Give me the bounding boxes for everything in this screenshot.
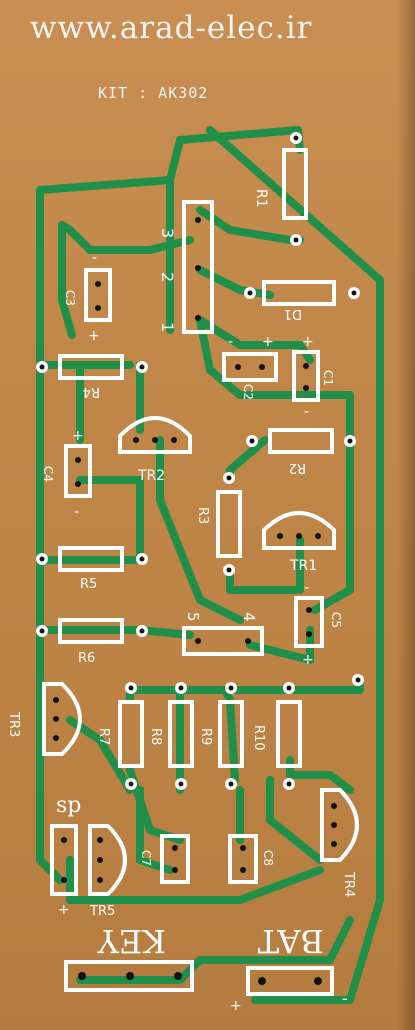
- bat-label: BAT: [257, 922, 324, 960]
- c8-label: C8: [261, 850, 275, 866]
- pin3-label: 3: [158, 228, 177, 238]
- pin2-label: 2: [158, 272, 177, 282]
- r3-label: R3: [195, 507, 210, 524]
- c2-outline: [222, 352, 278, 382]
- c2-plus: +: [262, 334, 274, 350]
- c8-outline: [228, 834, 258, 884]
- sp-plus: +: [58, 902, 70, 918]
- tr2-label: TR2: [137, 468, 165, 484]
- header-outlines: [50, 200, 334, 996]
- bat-header-outline: [246, 966, 334, 996]
- pin4-label: 4: [240, 612, 258, 622]
- sp-label: sp: [56, 793, 81, 818]
- c4-label: C4: [41, 466, 55, 482]
- d1-label: D1: [284, 306, 302, 321]
- r7-label: R7: [96, 728, 111, 745]
- c4-minus: -: [74, 504, 79, 520]
- c1-label: C1: [321, 370, 335, 386]
- c2-label: C2: [241, 384, 255, 400]
- c5-outline: [294, 596, 324, 648]
- bat-plus: +: [230, 998, 242, 1014]
- pin1-label: 1: [158, 322, 177, 332]
- r10-outline: [276, 700, 302, 768]
- r2-outline: [268, 428, 334, 454]
- tr1-outline: [262, 511, 336, 550]
- tr4-label: TR4: [341, 871, 356, 897]
- r4-outline: [58, 354, 124, 380]
- r3-outline: [216, 490, 242, 558]
- tr5-label: TR5: [89, 904, 115, 919]
- r10-label: R10: [251, 725, 266, 751]
- tr3-outline: [42, 682, 82, 756]
- r6-label: R6: [78, 651, 95, 666]
- key-label: KEY: [97, 922, 166, 960]
- r5-outline: [58, 546, 124, 572]
- r1-label: R1: [253, 189, 269, 208]
- website-label: www.arad-elec.ir: [30, 10, 313, 46]
- r1-outline: [282, 148, 308, 220]
- pin5-label: 5: [184, 612, 202, 622]
- silkscreen-labels: R1 D1 R4 R2 R3 R5 R6 R7 R8 R9 R10 C1 C2 …: [6, 189, 356, 1014]
- c5-minus: -: [304, 580, 309, 596]
- c3-plus: +: [88, 328, 100, 344]
- c2-minus: -: [228, 334, 233, 350]
- r7-outline: [118, 700, 144, 768]
- c4-outline: [64, 444, 92, 498]
- header-123-outline: [182, 200, 214, 334]
- tr3-label: TR3: [6, 711, 21, 737]
- c7-label: C7: [139, 850, 153, 866]
- speaker-outline: [50, 824, 78, 896]
- r9-outline: [218, 700, 244, 768]
- c1-minus: -: [304, 404, 309, 420]
- c5-label: C5: [329, 612, 343, 628]
- c3-outline: [84, 268, 112, 322]
- c5-plus: +: [302, 652, 314, 668]
- component-holes: [39, 135, 361, 985]
- r8-outline: [168, 700, 194, 768]
- tr5-outline: [88, 824, 127, 896]
- d1-outline: [262, 280, 336, 306]
- r9-label: R9: [198, 728, 213, 745]
- c4-plus: +: [72, 428, 84, 444]
- key-header-outline: [64, 960, 194, 992]
- c7-outline: [160, 834, 190, 884]
- c1-plus: +: [302, 334, 314, 350]
- bat-minus: -: [342, 989, 348, 1008]
- tr2-outline: [118, 416, 192, 454]
- tr4-outline: [320, 788, 359, 862]
- resistor-outlines: [58, 148, 336, 768]
- header-45-outline: [182, 626, 264, 656]
- c3-minus: -: [92, 250, 97, 266]
- r4-label: R4: [83, 384, 100, 399]
- r5-label: R5: [80, 577, 97, 592]
- transistor-outlines: [42, 416, 359, 896]
- r2-label: R2: [289, 460, 306, 475]
- r6-outline: [58, 618, 124, 644]
- tr1-label: TR1: [289, 558, 317, 574]
- c3-label: C3: [63, 290, 77, 306]
- board-edge-shadow: [397, 0, 415, 1030]
- c1-outline: [292, 350, 320, 402]
- r8-label: R8: [148, 728, 163, 745]
- kit-label: KIT : AK302: [98, 84, 209, 102]
